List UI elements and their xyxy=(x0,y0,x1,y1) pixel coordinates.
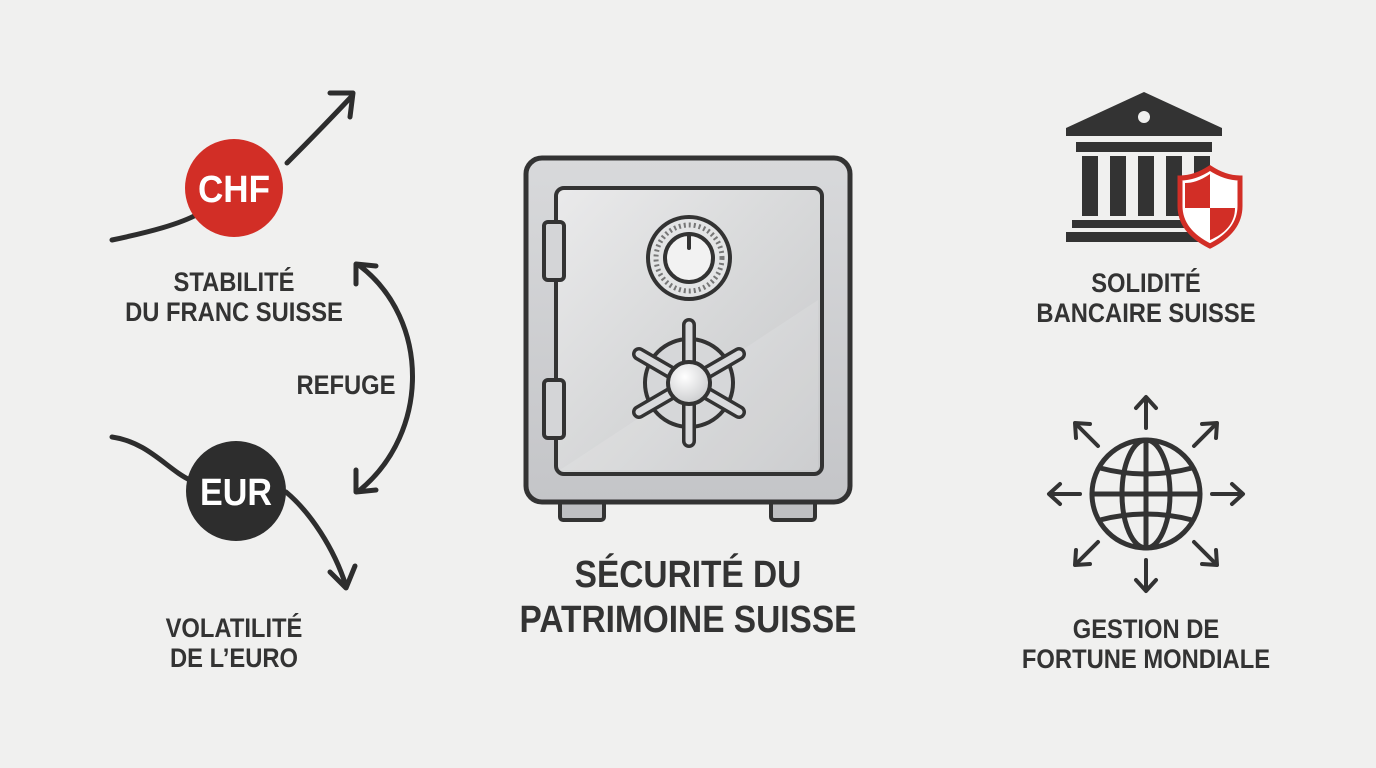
refuge-label: REFUGE xyxy=(258,370,434,400)
chf-label-line1: STABILITÉ xyxy=(173,267,295,297)
eur-trend-arrow xyxy=(109,434,358,591)
safe-icon xyxy=(523,155,853,522)
bank-label: SOLIDITÉ BANCAIRE SUISSE xyxy=(1014,268,1278,328)
eur-badge: EUR xyxy=(186,441,286,541)
bank-label-line2: BANCAIRE SUISSE xyxy=(1036,298,1256,329)
chf-label: STABILITÉ DU FRANC SUISSE xyxy=(102,267,366,327)
safe-dial-icon xyxy=(646,215,732,301)
center-title: SÉCURITÉ DU PATRIMOINE SUISSE xyxy=(468,553,908,643)
center-title-line2: PATRIMOINE SUISSE xyxy=(519,598,857,641)
refuge-arrow xyxy=(353,261,415,495)
globe-label: GESTION DE FORTUNE MONDIALE xyxy=(992,614,1300,674)
refuge-label-text: REFUGE xyxy=(296,370,396,400)
safe-handle-icon xyxy=(632,318,746,448)
global-arrows xyxy=(1047,395,1245,593)
chf-badge: CHF xyxy=(185,139,283,237)
chf-label-line2: DU FRANC SUISSE xyxy=(125,297,343,328)
globe-label-line2: FORTUNE MONDIALE xyxy=(1021,644,1271,675)
eur-label-line2: DE L’EURO xyxy=(169,643,299,674)
eur-label: VOLATILITÉ DE L’EURO xyxy=(102,613,366,673)
eur-badge-text: EUR xyxy=(200,472,272,514)
globe-icon xyxy=(1089,437,1203,551)
globe-label-line1: GESTION DE xyxy=(1072,614,1220,644)
eur-label-line1: VOLATILITÉ xyxy=(165,613,303,643)
chf-trend-arrow xyxy=(109,90,356,243)
chf-badge-text: CHF xyxy=(198,169,270,211)
bank-label-line1: SOLIDITÉ xyxy=(1091,268,1201,298)
center-title-line1: SÉCURITÉ DU xyxy=(574,554,802,596)
swiss-shield-icon xyxy=(1177,164,1243,249)
